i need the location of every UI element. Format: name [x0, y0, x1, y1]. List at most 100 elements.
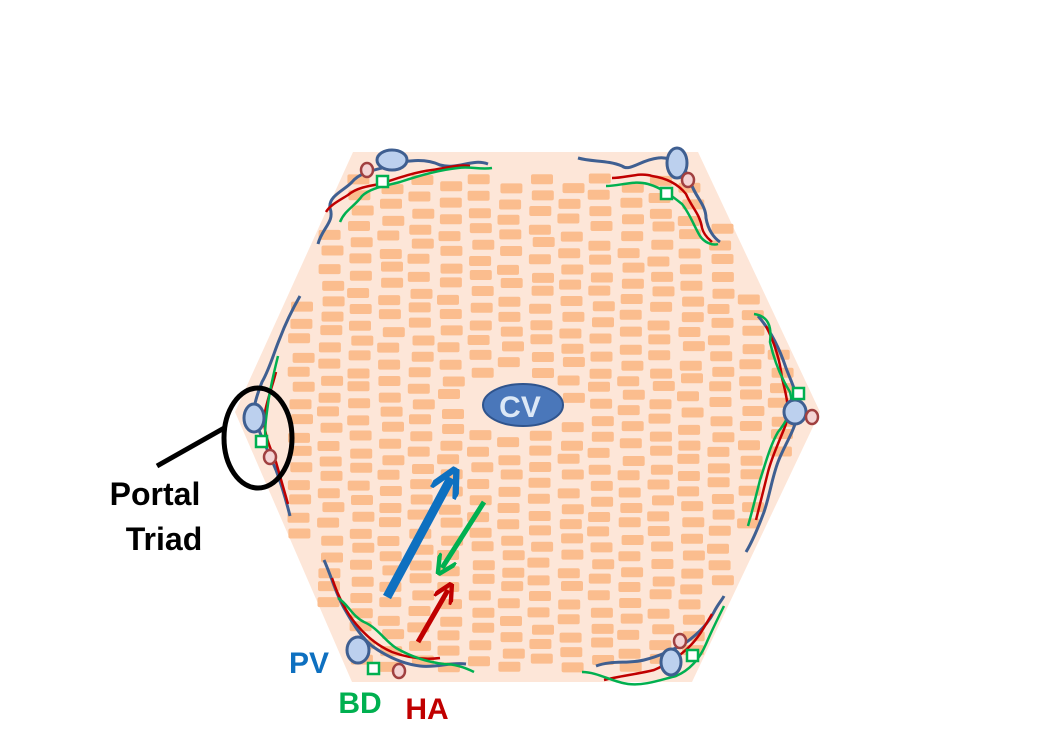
hepatocyte — [532, 237, 555, 247]
hepatocyte — [319, 456, 342, 467]
hepatic-artery-icon — [672, 632, 688, 650]
hepatocyte — [321, 311, 344, 322]
hepatocyte — [591, 496, 614, 507]
hepatocyte — [652, 624, 675, 635]
portal-triad-bottom-left — [322, 559, 475, 680]
bile-duct-icon — [791, 386, 806, 401]
hepatocyte — [647, 256, 670, 267]
hepatic-artery-icon — [680, 171, 696, 189]
hepatocyte — [590, 542, 613, 553]
hepatic-artery-icon — [262, 448, 278, 466]
hepatocyte — [649, 431, 672, 442]
hepatocyte — [382, 421, 404, 432]
hepatocyte — [589, 368, 612, 379]
hepatocyte — [561, 662, 584, 673]
hepatocyte — [317, 597, 340, 608]
hepatocyte — [562, 392, 585, 403]
hepatocyte — [347, 368, 370, 379]
hepatocyte — [617, 629, 640, 640]
hepatocyte — [617, 405, 640, 416]
hepatocyte — [322, 502, 345, 513]
hepatocyte — [408, 367, 431, 378]
hepatocyte — [321, 535, 344, 546]
hepatocyte — [588, 381, 610, 392]
hepatocyte — [649, 640, 672, 651]
hepatocyte — [740, 389, 762, 400]
hepatocyte — [408, 302, 431, 313]
hepatocyte — [407, 446, 430, 457]
hepatocyte — [321, 245, 344, 256]
hepatocyte — [469, 640, 492, 651]
hepatocyte — [377, 615, 400, 626]
hepatocyte — [620, 613, 643, 624]
hepatocyte — [500, 278, 523, 288]
hepatocyte — [439, 359, 462, 370]
hepatocyte — [379, 551, 402, 562]
hepatocyte — [378, 376, 401, 386]
hepatocyte — [619, 661, 642, 672]
hepatocyte — [712, 366, 735, 377]
hepatocyte — [589, 206, 612, 217]
hepatocyte — [471, 462, 494, 473]
hepatocyte — [469, 270, 492, 280]
hepatocyte — [500, 632, 523, 643]
hepatocyte — [379, 597, 402, 608]
hepatocyte — [468, 656, 490, 667]
hepatocyte — [529, 639, 552, 649]
hepatocyte — [410, 431, 433, 442]
hepatocyte — [532, 272, 554, 283]
hepatocyte — [678, 424, 701, 435]
portal-vein-flow-arrow-icon — [383, 478, 451, 600]
hepatocyte — [557, 614, 580, 625]
hepatocyte — [620, 294, 643, 304]
bile-duct-label: BD — [338, 687, 381, 720]
hepatocyte — [650, 368, 673, 379]
hepatocyte — [681, 373, 703, 384]
hepatocyte — [557, 213, 580, 224]
hepatocyte — [561, 469, 584, 480]
hepatocyte — [289, 445, 312, 456]
hepatocyte — [587, 526, 610, 537]
hepatocyte — [467, 190, 490, 201]
hepatocyte — [678, 599, 701, 610]
hepatocyte — [437, 566, 460, 577]
hepatocyte — [652, 221, 675, 232]
hepatocyte — [711, 223, 734, 234]
hepatocyte — [711, 254, 734, 264]
hepatocyte — [437, 342, 460, 353]
hepatocyte — [651, 271, 674, 282]
hepatocyte — [527, 557, 550, 568]
hepatocyte — [617, 248, 640, 259]
hepatocyte — [739, 376, 762, 387]
hepatocyte — [410, 494, 433, 505]
hepatocyte — [557, 488, 580, 499]
hepatocyte — [497, 214, 520, 225]
hepatocyte — [440, 325, 463, 336]
hepatocyte — [412, 464, 434, 474]
hepatocyte — [379, 503, 402, 513]
hepatocyte — [467, 479, 490, 489]
hepatocyte — [502, 648, 525, 659]
hepatocyte — [618, 517, 641, 528]
hepatocyte — [349, 320, 371, 331]
portal-vein-icon — [659, 647, 683, 677]
hepatocyte — [679, 264, 702, 275]
hepatic-artery-icon — [804, 408, 820, 426]
hepatocyte — [412, 590, 435, 601]
hepatocyte — [347, 415, 370, 426]
hepatocyte — [619, 598, 642, 608]
hepatocyte — [527, 575, 550, 586]
hepatocyte — [618, 487, 641, 498]
hepatocyte — [529, 206, 552, 216]
hepatocyte — [438, 389, 460, 399]
hepatocyte — [287, 512, 310, 523]
hepatocyte — [382, 455, 405, 466]
hepatocyte — [647, 526, 670, 536]
portal-triad-right — [744, 312, 820, 553]
hepatocyte — [349, 253, 372, 264]
hepatocyte — [592, 559, 615, 570]
hepatocyte — [529, 303, 552, 314]
hepatocyte — [530, 320, 553, 331]
hepatocyte — [350, 593, 373, 603]
